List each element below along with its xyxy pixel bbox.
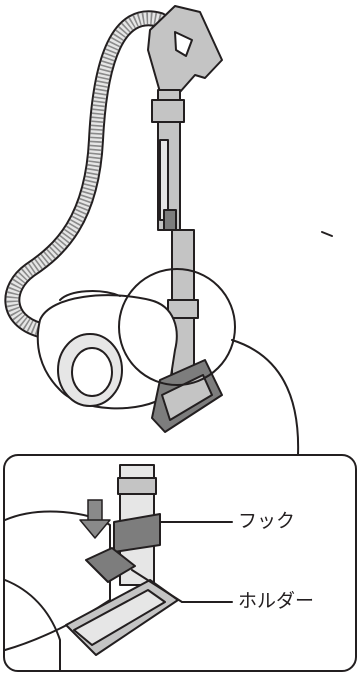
holder-label: ホルダー xyxy=(238,592,314,611)
canister-body xyxy=(38,291,177,408)
detail-panel xyxy=(4,455,356,671)
hook-label: フック xyxy=(238,512,295,531)
callout-line xyxy=(232,340,298,455)
